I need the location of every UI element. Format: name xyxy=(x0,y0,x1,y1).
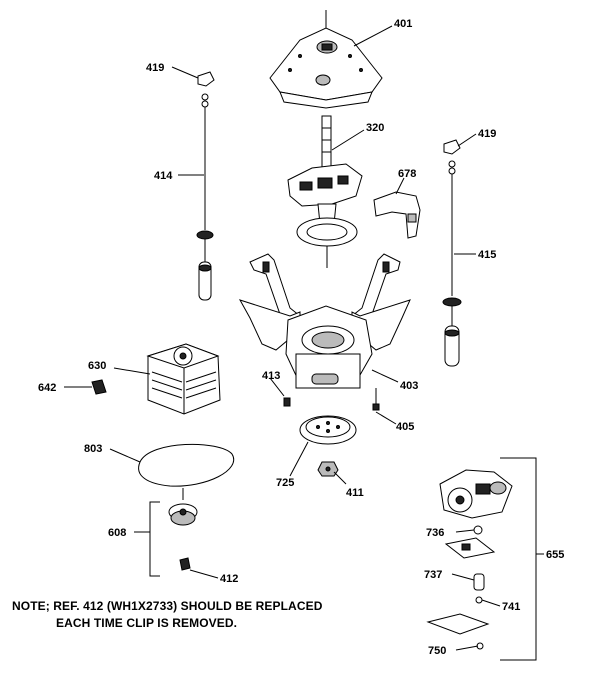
callout-labels: 401 419 414 320 678 419 415 630 642 413 … xyxy=(38,18,564,657)
callout-419-left: 419 xyxy=(146,62,164,74)
part-725-pulley xyxy=(299,415,357,445)
callout-412: 412 xyxy=(220,573,238,585)
bracket-608 xyxy=(149,501,160,577)
callout-630: 630 xyxy=(88,360,106,372)
part-803-belt xyxy=(138,443,235,487)
note-line-2: EACH TIME CLIP IS REMOVED. xyxy=(56,616,238,630)
note-line-1: NOTE; REF. 412 (WH1X2733) SHOULD BE REPL… xyxy=(12,599,323,613)
part-403-frame xyxy=(238,253,411,389)
part-411-nut xyxy=(317,461,339,477)
callout-415: 415 xyxy=(478,249,496,261)
part-412-clip xyxy=(179,557,191,571)
callout-405: 405 xyxy=(396,421,414,433)
part-678-bracket xyxy=(373,191,421,239)
callout-411: 411 xyxy=(346,487,364,499)
callout-413: 413 xyxy=(262,370,280,382)
callout-736: 736 xyxy=(426,527,444,539)
part-320-drive-shaft xyxy=(287,115,363,268)
bracket-655 xyxy=(500,457,537,661)
part-419-cap-left xyxy=(197,71,215,87)
callout-401: 401 xyxy=(394,18,412,30)
callout-741: 741 xyxy=(502,601,520,613)
callout-655: 655 xyxy=(546,549,564,561)
part-655-shifter-assembly xyxy=(426,469,513,650)
callout-725: 725 xyxy=(276,477,294,489)
part-405-bolt xyxy=(372,388,380,411)
callout-750: 750 xyxy=(428,645,446,657)
callout-414: 414 xyxy=(154,170,173,182)
part-608-motor-pulley xyxy=(168,488,198,526)
callout-403: 403 xyxy=(400,380,418,392)
part-630-motor xyxy=(146,343,221,415)
callout-608: 608 xyxy=(108,527,126,539)
callout-737: 737 xyxy=(424,569,442,581)
leader-lines xyxy=(64,25,544,651)
part-419-cap-right xyxy=(443,139,461,155)
callout-642: 642 xyxy=(38,382,56,394)
callout-320: 320 xyxy=(366,122,384,134)
part-414-suspension-rod xyxy=(196,93,214,301)
part-401-cover xyxy=(269,10,383,109)
part-642-connector xyxy=(91,379,107,395)
callout-419-right: 419 xyxy=(478,128,496,140)
replacement-note: NOTE; REF. 412 (WH1X2733) SHOULD BE REPL… xyxy=(12,598,322,632)
part-413-nut xyxy=(283,397,291,407)
part-415-suspension-rod xyxy=(442,160,462,367)
callout-803: 803 xyxy=(84,443,102,455)
callout-678: 678 xyxy=(398,168,416,180)
